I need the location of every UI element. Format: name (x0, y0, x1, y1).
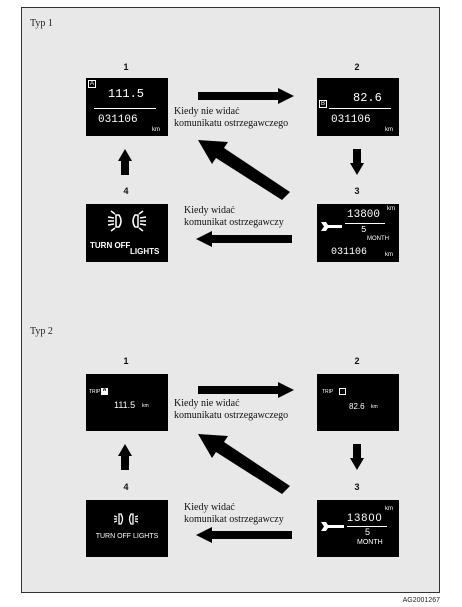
caption-warning: Kiedy widać komunikat ostrzegawczy (184, 502, 284, 525)
wrench-icon (321, 222, 342, 231)
unit-km: km (385, 252, 393, 258)
type2-display-4: TURN OFF LIGHTS (86, 500, 168, 557)
trip-b-badge: B (319, 100, 327, 108)
arrow-left (196, 231, 292, 247)
type2-label: Typ 2 (30, 326, 53, 337)
type1-step-2: 2 (354, 62, 360, 72)
lights-text: LIGHTS (130, 247, 160, 256)
trip-label: TRIP (322, 389, 334, 395)
arrow-up (118, 149, 132, 175)
caption-no-warning: Kiedy nie widać komunikatu ostrzegawczeg… (174, 398, 289, 421)
unit-km-top: km (385, 506, 393, 512)
trip-value: 111.5 (108, 87, 145, 101)
turn-off-text: TURN OFF (90, 241, 131, 250)
caption-no-warning: Kiedy nie widać komunikatu ostrzegawczeg… (174, 106, 289, 129)
arrow-right (198, 88, 294, 104)
service-months: 5 (361, 225, 367, 235)
type1-display-4: TURN OFF LIGHTS (86, 204, 168, 262)
trip-a-badge: A (101, 387, 108, 395)
trip-value: 82.6 (349, 402, 365, 411)
trip-b-badge: B (339, 388, 346, 395)
arrow-diagonal (198, 434, 290, 494)
turn-off-lights-text: TURN OFF LIGHTS (95, 533, 159, 540)
arrow-up (118, 444, 132, 470)
divider (345, 223, 385, 224)
type2-step-1: 1 (123, 356, 129, 366)
type2-step-3: 3 (354, 482, 360, 492)
service-distance: 13800 (347, 512, 383, 524)
wrench-icon (321, 522, 344, 531)
month-label: MONTH (357, 539, 383, 546)
unit-km: km (142, 403, 149, 409)
arrow-left (196, 527, 292, 543)
odometer-value: 031106 (98, 114, 138, 126)
divider (347, 526, 387, 527)
odometer-value: 031106 (331, 247, 368, 258)
service-distance: 13800 (347, 209, 381, 221)
headlight-warning-icon (114, 513, 138, 525)
type2-step-4: 4 (123, 482, 129, 492)
divider (94, 108, 156, 109)
type1-step-4: 4 (123, 186, 129, 196)
type1-display-1: A 111.5 031106 km (86, 78, 168, 136)
figure-frame: Typ 1 1 2 3 4 A 111.5 031106 km B 82.6 0… (21, 7, 440, 593)
trip-label: TRIP (89, 389, 101, 395)
type1-label: Typ 1 (30, 18, 53, 29)
odometer-value: 031106 (331, 114, 371, 126)
trip-value: 82.6 (353, 91, 382, 105)
type1-step-3: 3 (354, 186, 360, 196)
trip-a-badge: A (88, 80, 96, 88)
divider (329, 108, 391, 109)
caption-warning: Kiedy widać komunikat ostrzegawczy (184, 205, 284, 228)
type1-display-3: km 13800 5 MONTH 031106 km (317, 204, 399, 262)
type1-display-2: B 82.6 031106 km (317, 78, 399, 136)
type2-display-2: TRIP B 82.6 km (317, 374, 399, 431)
unit-km-top: km (387, 206, 395, 212)
type1-step-1: 1 (123, 62, 129, 72)
unit-km: km (371, 404, 378, 410)
type2-step-2: 2 (354, 356, 360, 366)
service-months: 5 (365, 527, 371, 537)
type2-display-3: km 13800 5 MONTH (317, 500, 399, 557)
figure-code: AG2001267 (402, 597, 440, 604)
unit-km: km (152, 127, 160, 133)
unit-km: km (385, 127, 393, 133)
arrow-diagonal (198, 140, 290, 200)
trip-value: 111.5 (114, 400, 136, 410)
month-label: MONTH (367, 236, 389, 242)
type2-display-1: TRIP A 111.5 km (86, 374, 168, 431)
arrow-down (350, 444, 364, 470)
arrow-right (198, 382, 294, 398)
arrow-down (350, 149, 364, 175)
headlight-warning-icon (107, 210, 147, 232)
